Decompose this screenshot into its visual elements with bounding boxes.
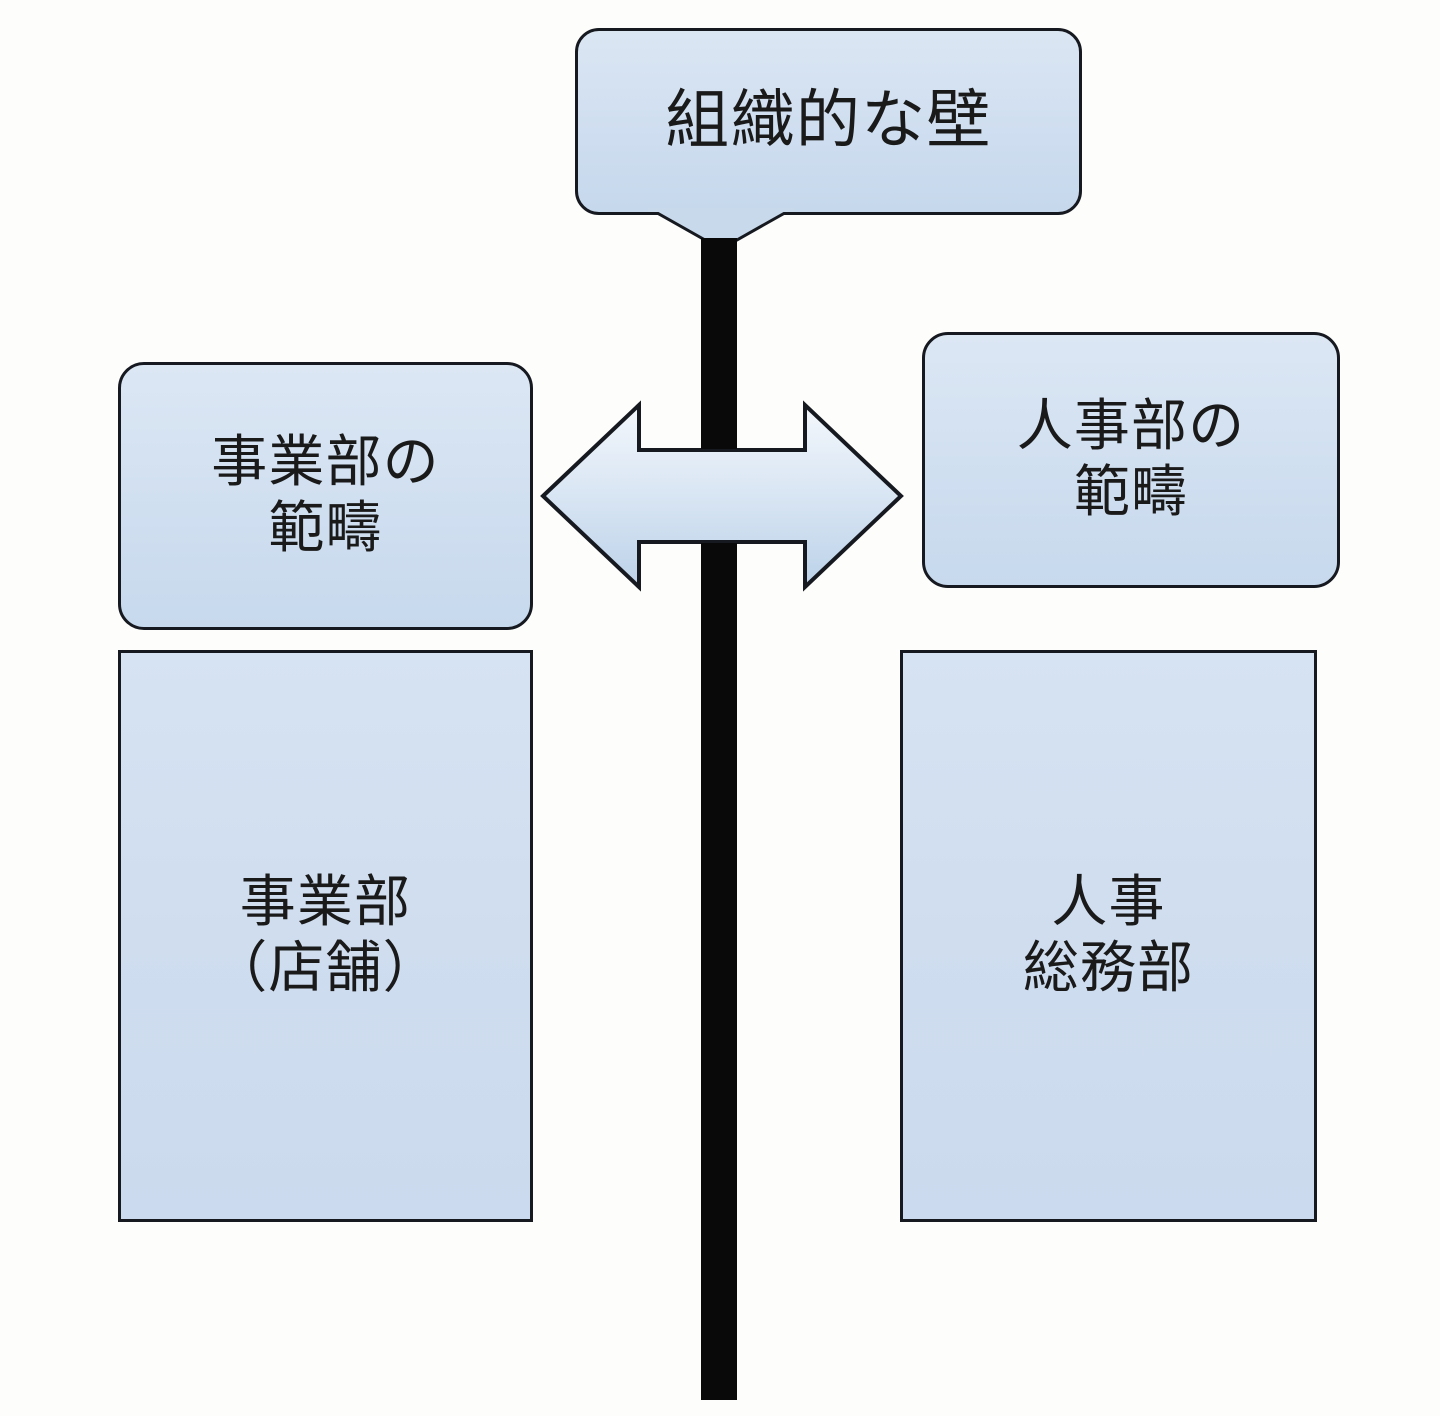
right-department-box: 人事 総務部 bbox=[900, 650, 1317, 1222]
organizational-wall-callout-label: 組織的な壁 bbox=[665, 83, 992, 158]
organizational-wall-callout: 組織的な壁 bbox=[575, 28, 1082, 215]
callout-tail bbox=[648, 208, 794, 251]
right-department-label: 人事 総務部 bbox=[1022, 869, 1195, 1001]
right-scope-label: 人事部の 範疇 bbox=[1016, 393, 1246, 525]
left-scope-label: 事業部の 範疇 bbox=[211, 429, 440, 561]
left-scope-box: 事業部の 範疇 bbox=[118, 362, 533, 630]
left-department-box: 事業部 （店舗） bbox=[118, 650, 533, 1222]
left-department-label: 事業部 （店舗） bbox=[211, 869, 440, 1001]
right-scope-box: 人事部の 範疇 bbox=[922, 332, 1340, 588]
bidirectional-arrow bbox=[540, 400, 904, 592]
